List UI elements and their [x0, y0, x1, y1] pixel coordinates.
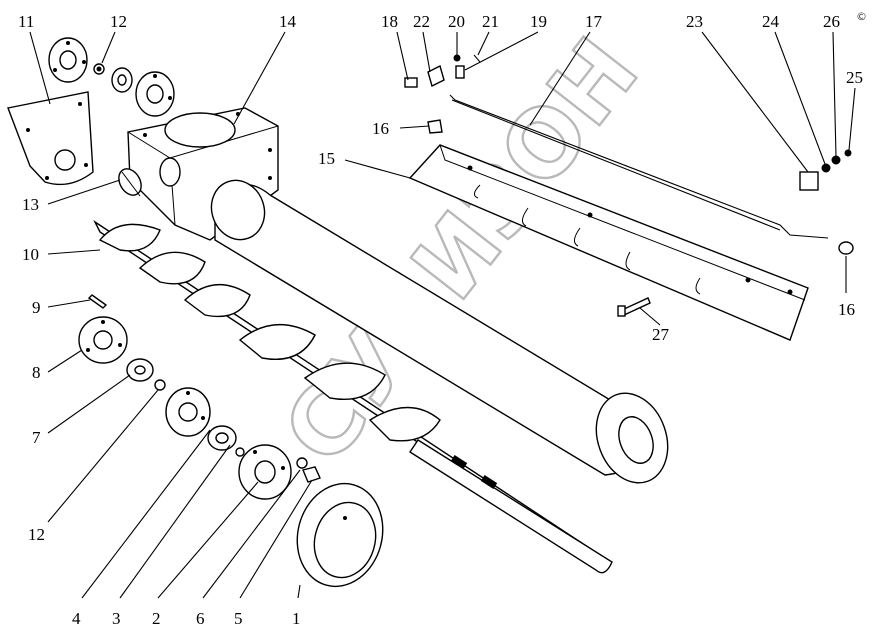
callout-27: 27 — [652, 325, 670, 344]
callout-8: 8 — [32, 363, 41, 382]
part-11-cover-plate — [7, 91, 94, 186]
lower-bearing-stack — [78, 294, 384, 588]
callout-7: 7 — [32, 428, 41, 447]
callout-18: 18 — [381, 12, 398, 31]
callout-15: 15 — [318, 149, 335, 168]
callout-20: 20 — [448, 12, 465, 31]
callout-2: 2 — [152, 609, 161, 628]
callout-labels: 11 12 14 18 22 20 21 19 17 23 24 26 25 1… — [18, 12, 863, 628]
callout-5: 5 — [234, 609, 243, 628]
callout-10: 10 — [22, 245, 39, 264]
part-15-trough — [408, 144, 809, 341]
callout-26: 26 — [823, 12, 840, 31]
callout-1: 1 — [292, 609, 301, 628]
callout-12-top: 12 — [110, 12, 127, 31]
part-12-top-bearing-group — [48, 37, 175, 117]
callout-17: 17 — [585, 12, 603, 31]
callout-9: 9 — [32, 298, 41, 317]
auger-shaft — [93, 219, 613, 574]
callout-16-right: 16 — [838, 300, 855, 319]
part-27-bolt — [617, 297, 651, 317]
callout-12-bottom: 12 — [28, 525, 45, 544]
callout-16-top: 16 — [372, 119, 389, 138]
auger-tube — [210, 179, 669, 484]
callout-4: 4 — [72, 609, 81, 628]
callout-23: 23 — [686, 12, 703, 31]
small-hardware-top — [404, 54, 854, 255]
callout-3: 3 — [112, 609, 121, 628]
callout-14: 14 — [279, 12, 297, 31]
callout-25: 25 — [846, 68, 863, 87]
callout-13: 13 — [22, 195, 39, 214]
copyright-mark: © — [856, 10, 867, 23]
part-17-rod — [449, 94, 829, 239]
callout-11: 11 — [18, 12, 34, 31]
auger-flights — [98, 223, 441, 442]
callout-19: 19 — [530, 12, 547, 31]
callout-22: 22 — [413, 12, 430, 31]
leader-lines — [29, 31, 856, 599]
part-13-sealing-plate — [118, 168, 142, 197]
callout-24: 24 — [762, 12, 780, 31]
callout-21: 21 — [482, 12, 499, 31]
callout-6: 6 — [196, 609, 205, 628]
